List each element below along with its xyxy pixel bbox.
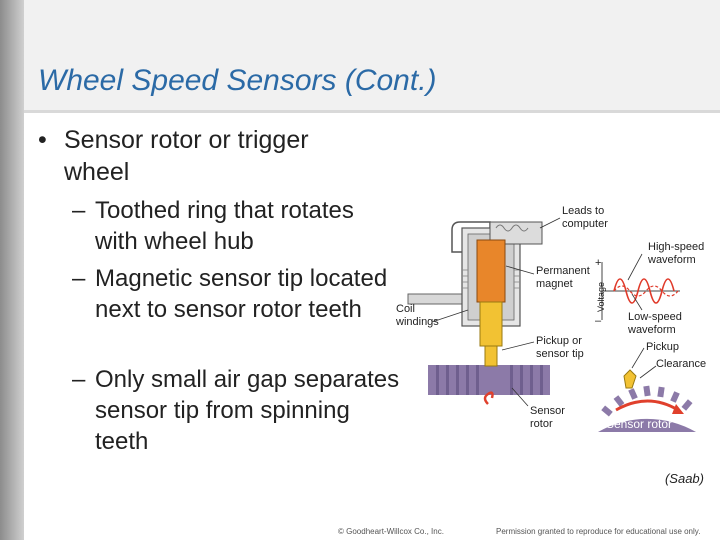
image-credit: (Saab) — [664, 471, 704, 486]
rotor-ridges — [436, 365, 543, 395]
bullet-dot: • — [38, 126, 47, 154]
title-band — [24, 0, 720, 110]
footer-permission: Permission granted to reproduce for educ… — [496, 527, 701, 536]
label-leads-2: computer — [562, 218, 608, 230]
voltage-minus-label: – — [595, 315, 602, 327]
subbullet-dash: – — [72, 265, 86, 292]
label-leads-1: Leads to — [562, 205, 604, 217]
label-pickup-tip-1: Pickup or — [536, 335, 582, 347]
lead-elbow — [451, 221, 491, 253]
label-permanent-1: Permanent — [536, 265, 590, 277]
pickup-tip — [484, 345, 498, 367]
label-pickup-tip-2: sensor tip — [536, 348, 584, 360]
bullet-main: • Sensor rotor or trigger wheel — [38, 124, 378, 188]
bullet-main-text: Sensor rotor or trigger wheel — [64, 126, 309, 186]
label-coil-1: Coil — [396, 303, 415, 315]
label-low-speed-2: waveform — [627, 324, 676, 336]
subbullet-dash: – — [72, 197, 86, 224]
label-rotor-2: rotor — [530, 418, 553, 430]
voltage-plus-label: + — [595, 257, 601, 269]
subbullet-3-text: Only small air gap separates sensor tip … — [95, 366, 400, 455]
left-accent-bar — [0, 0, 24, 540]
voltage-label: Voltage — [596, 282, 606, 312]
label-clearance: Clearance — [656, 358, 706, 370]
rotor-direction-arrow — [615, 399, 679, 412]
mounting-bracket — [407, 293, 469, 305]
subbullet-2: – Magnetic sensor tip located next to se… — [72, 263, 402, 325]
label-low-speed-1: Low-speed — [628, 311, 682, 323]
high-speed-waveform — [613, 278, 675, 304]
sensor-rotor-arc — [598, 418, 696, 432]
lead-wires — [495, 224, 529, 232]
lead-connector — [489, 221, 543, 245]
permanent-magnet — [476, 239, 506, 303]
label-pickup: Pickup — [646, 341, 679, 353]
title-divider — [24, 110, 720, 113]
pickup-body — [479, 301, 503, 347]
label-high-speed-1: High-speed — [648, 241, 704, 253]
label-rotor-1: Sensor — [530, 405, 565, 417]
housing-threads — [462, 269, 520, 289]
sensor-rotor-teeth — [601, 385, 693, 417]
subbullet-2-text: Magnetic sensor tip located next to sens… — [95, 265, 388, 323]
label-coil-2: windings — [395, 316, 439, 328]
subbullet-1-text: Toothed ring that rotates with wheel hub — [95, 197, 354, 255]
subbullet-dash: – — [72, 366, 86, 393]
wheel-speed-sensor-diagram: + – Voltage Leads to computer Permanent … — [395, 205, 706, 432]
label-high-speed-2: waveform — [647, 254, 696, 266]
subbullet-3: – Only small air gap separates sensor ti… — [72, 364, 402, 457]
leader-lines — [431, 217, 657, 407]
small-pickup — [623, 369, 637, 389]
subbullet-1: – Toothed ring that rotates with wheel h… — [72, 195, 402, 257]
slide-title: Wheel Speed Sensors (Cont.) — [38, 64, 437, 97]
label-rotor-band: Sensor rotor — [606, 417, 672, 431]
label-permanent-2: magnet — [536, 278, 573, 290]
rotor-direction-arrowhead — [672, 404, 684, 414]
rotation-arrow — [483, 391, 494, 405]
footer-copyright: © Goodheart-Willcox Co., Inc. — [338, 527, 444, 536]
